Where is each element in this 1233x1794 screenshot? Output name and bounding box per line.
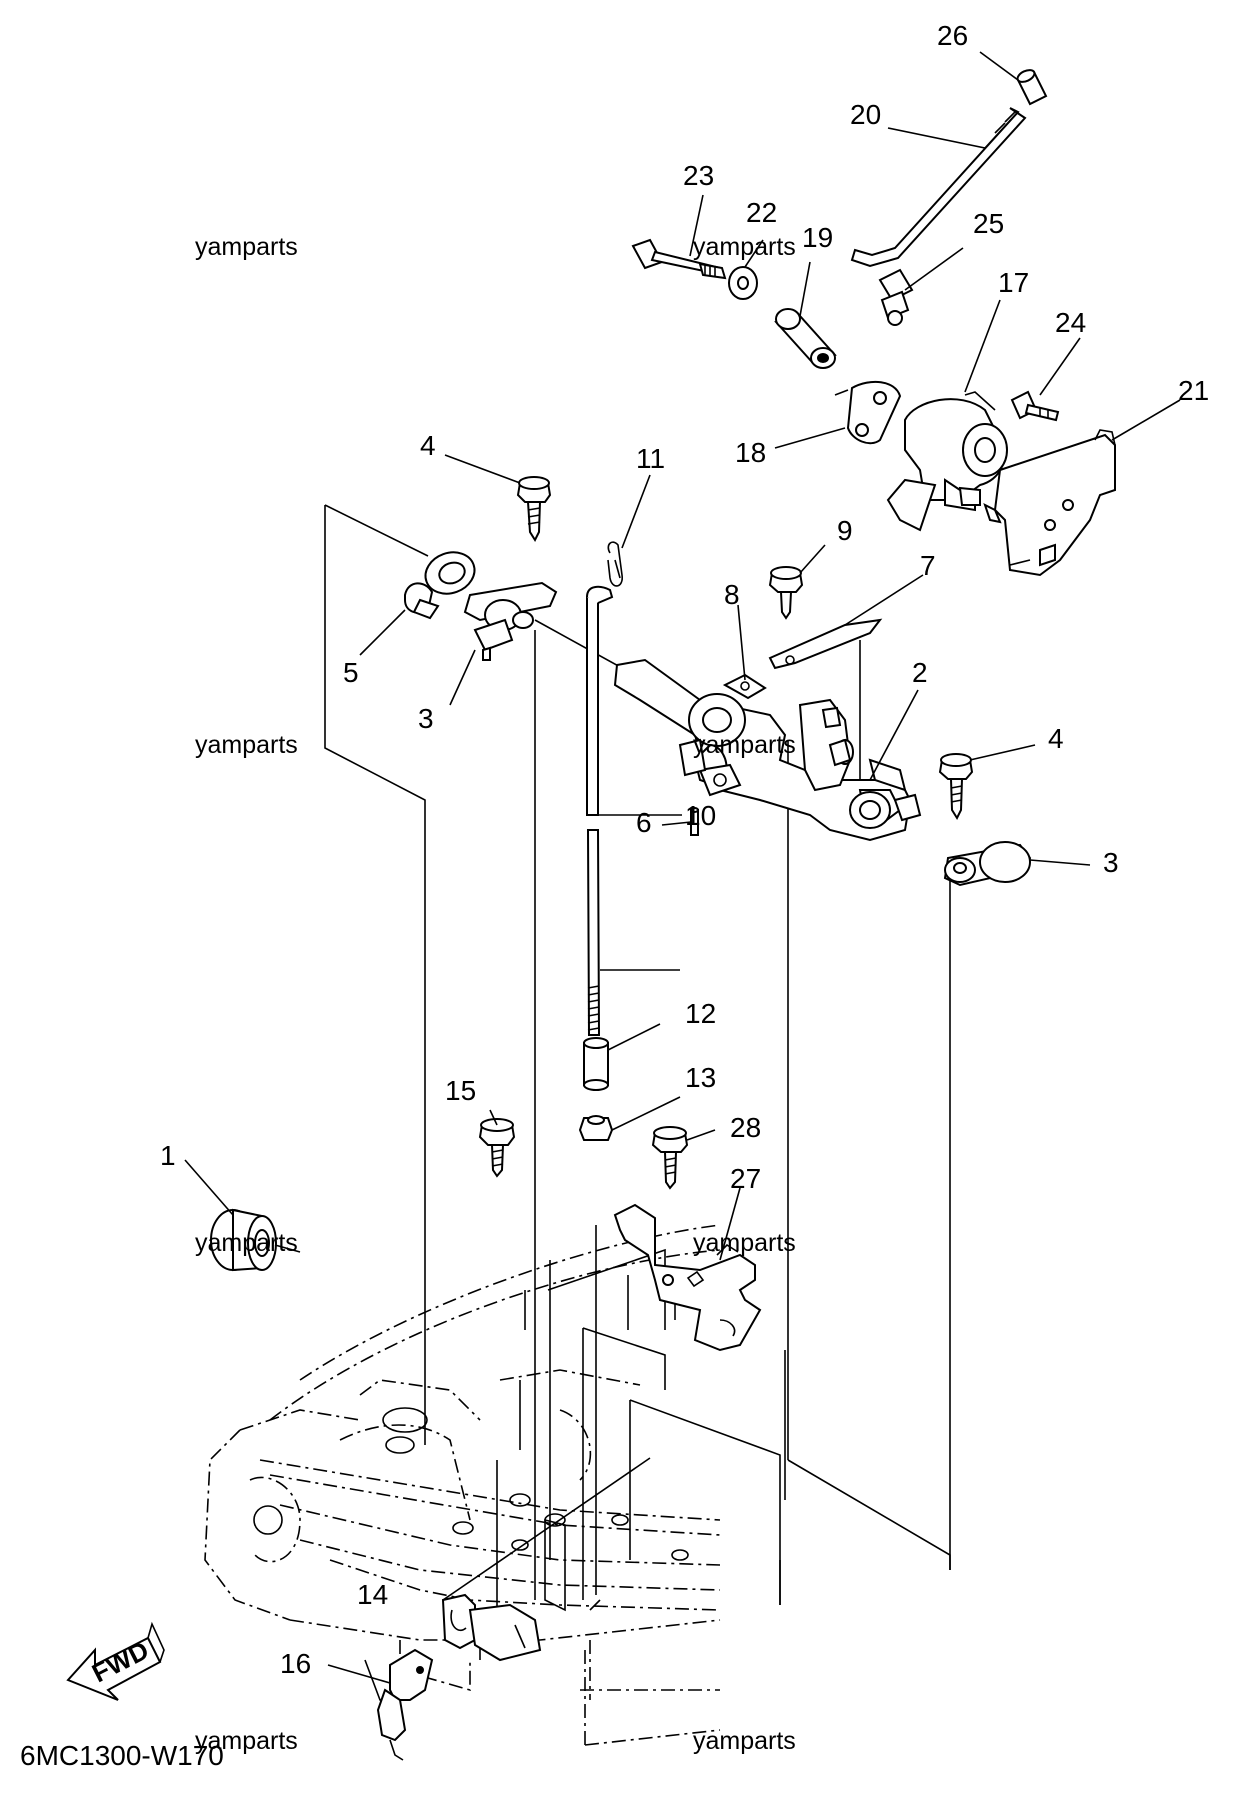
part-11-clip (607, 541, 623, 587)
part-17-lever (886, 391, 1008, 532)
part-12-collar (583, 1037, 609, 1091)
callout-3-upper: 3 (418, 703, 434, 734)
callout-labels: 1 2 3 3 4 4 5 6 7 8 9 10 11 12 13 14 15 … (160, 20, 1209, 1679)
part-1-grommet (210, 1208, 301, 1272)
watermark: yamparts (693, 1727, 796, 1755)
part-15-bolt (478, 1118, 516, 1178)
part-28-bolt (651, 1126, 689, 1190)
callout-5: 5 (343, 657, 359, 688)
callout-4-right: 4 (1048, 723, 1064, 754)
watermarks: yamparts yamparts yamparts yamparts yamp… (195, 233, 796, 1755)
part-3-lever-upper (463, 581, 558, 661)
callout-23: 23 (683, 160, 714, 191)
part-9-bolt (768, 566, 804, 620)
callout-26: 26 (937, 20, 968, 51)
part-27-bracket (613, 1203, 762, 1352)
callout-10: 10 (685, 800, 716, 831)
part-4-bolt-right (938, 753, 974, 821)
callout-27: 27 (730, 1163, 761, 1194)
part-8-nut (722, 673, 767, 700)
callout-18: 18 (735, 437, 766, 468)
part-3-lever-right (943, 841, 1032, 887)
part-18-link (834, 380, 902, 445)
watermark: yamparts (693, 731, 796, 759)
part-7-plate (768, 618, 883, 670)
callout-17: 17 (998, 267, 1029, 298)
callout-15: 15 (445, 1075, 476, 1106)
callout-20: 20 (850, 99, 881, 130)
callout-2: 2 (912, 657, 928, 688)
watermark: yamparts (693, 233, 796, 261)
watermark: yamparts (195, 731, 298, 759)
diagram-code: 6MC1300-W170 (20, 1740, 224, 1771)
part-22-washer (728, 266, 758, 300)
callout-25: 25 (973, 208, 1004, 239)
callout-13: 13 (685, 1062, 716, 1093)
part-2-shift-assembly (613, 658, 922, 842)
callout-3-right: 3 (1103, 847, 1119, 878)
bottom-cowling-outline (204, 1224, 721, 1750)
part-16-clamp (376, 1648, 434, 1761)
part-14-clip (441, 1593, 542, 1662)
callout-9: 9 (837, 515, 853, 546)
watermark: yamparts (195, 233, 298, 261)
callout-24: 24 (1055, 307, 1086, 338)
part-23-bolt (631, 238, 727, 280)
part-13-nut (578, 1115, 614, 1141)
part-25-clip (878, 268, 914, 326)
callout-21: 21 (1178, 375, 1209, 406)
callout-14: 14 (357, 1579, 388, 1610)
part-4-bolt-upper (516, 476, 552, 543)
watermark: yamparts (693, 1229, 796, 1257)
callout-11: 11 (636, 443, 665, 474)
part-10-rod (586, 585, 614, 1036)
part-26-cap (1016, 69, 1048, 106)
callout-7: 7 (920, 550, 936, 581)
callout-8: 8 (724, 579, 740, 610)
callout-4-upper: 4 (420, 430, 436, 461)
fwd-arrow: FWD (66, 1621, 165, 1701)
part-6-pin (690, 807, 699, 836)
part-5-collar (404, 551, 476, 620)
callout-19: 19 (802, 222, 833, 253)
watermark: yamparts (195, 1229, 298, 1257)
callout-1: 1 (160, 1140, 176, 1171)
part-24-screw (1010, 390, 1060, 422)
callout-12: 12 (685, 998, 716, 1029)
callout-6: 6 (636, 807, 652, 838)
part-19-collar (774, 308, 837, 369)
callout-28: 28 (730, 1112, 761, 1143)
leader-lines (184, 51, 1181, 1684)
assembly-lines (324, 504, 951, 1610)
watermark: yamparts (195, 1727, 298, 1755)
callout-16: 16 (280, 1648, 311, 1679)
part-21-bracket (983, 429, 1116, 577)
callout-22: 22 (746, 197, 777, 228)
